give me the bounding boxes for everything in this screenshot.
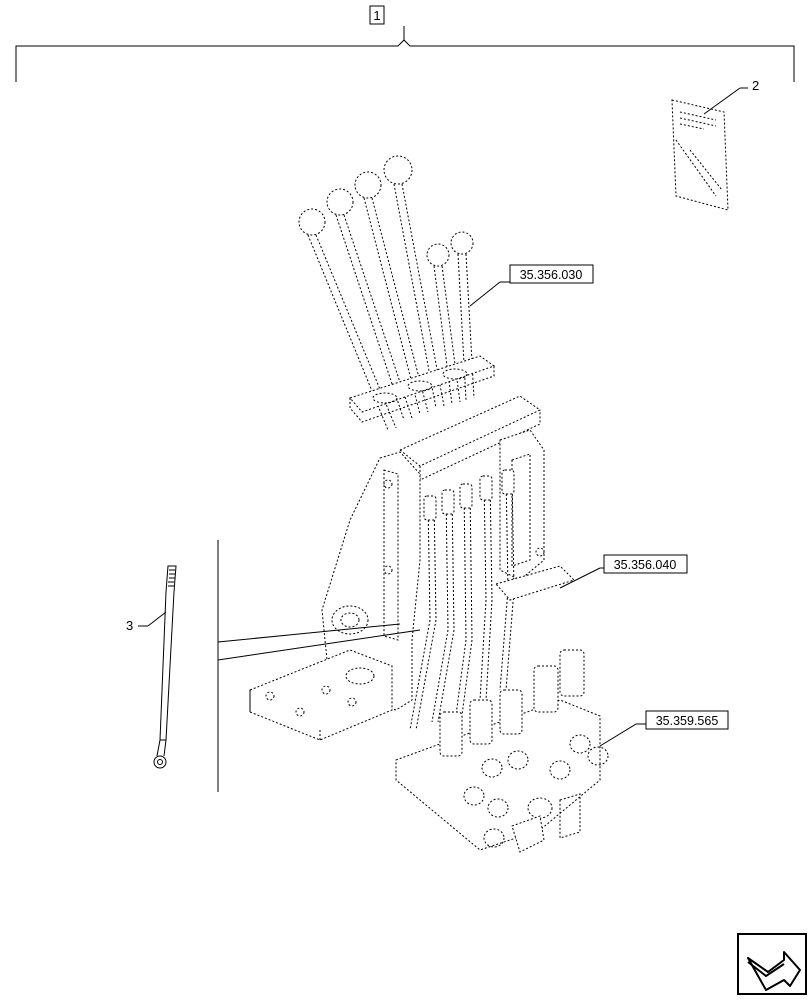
control-levers[interactable]	[298, 155, 475, 431]
next-page-arrow-icon[interactable]	[737, 933, 807, 995]
linkage-rods[interactable]	[409, 469, 515, 731]
base-plate	[249, 649, 393, 741]
reference-label-565: 35.359.565	[656, 714, 719, 728]
control-valve	[395, 649, 609, 853]
right-support	[499, 429, 545, 581]
reference-label-030: 35.356.030	[520, 268, 583, 282]
reference-35-359-565[interactable]: 35.359.565	[599, 710, 729, 747]
assembly-bracket	[15, 26, 795, 82]
reference-35-356-030[interactable]: 35.356.030	[469, 264, 594, 307]
callout-3-label: 3	[126, 618, 133, 633]
upper-bracket	[399, 395, 541, 481]
reference-label-040: 35.356.040	[614, 558, 677, 572]
callout-2-label: 2	[752, 78, 759, 93]
reference-35-356-040[interactable]: 35.356.040	[495, 554, 688, 601]
instruction-booklet[interactable]: 2	[671, 78, 759, 211]
lever-gate-plate	[349, 355, 496, 423]
callout-item-1[interactable]: 1	[369, 5, 385, 25]
rod-item-3[interactable]: 3	[126, 565, 177, 769]
item-3-group-bracket	[217, 540, 421, 792]
callout-1-label: 1	[373, 8, 380, 23]
frame-side-plate	[321, 451, 421, 711]
